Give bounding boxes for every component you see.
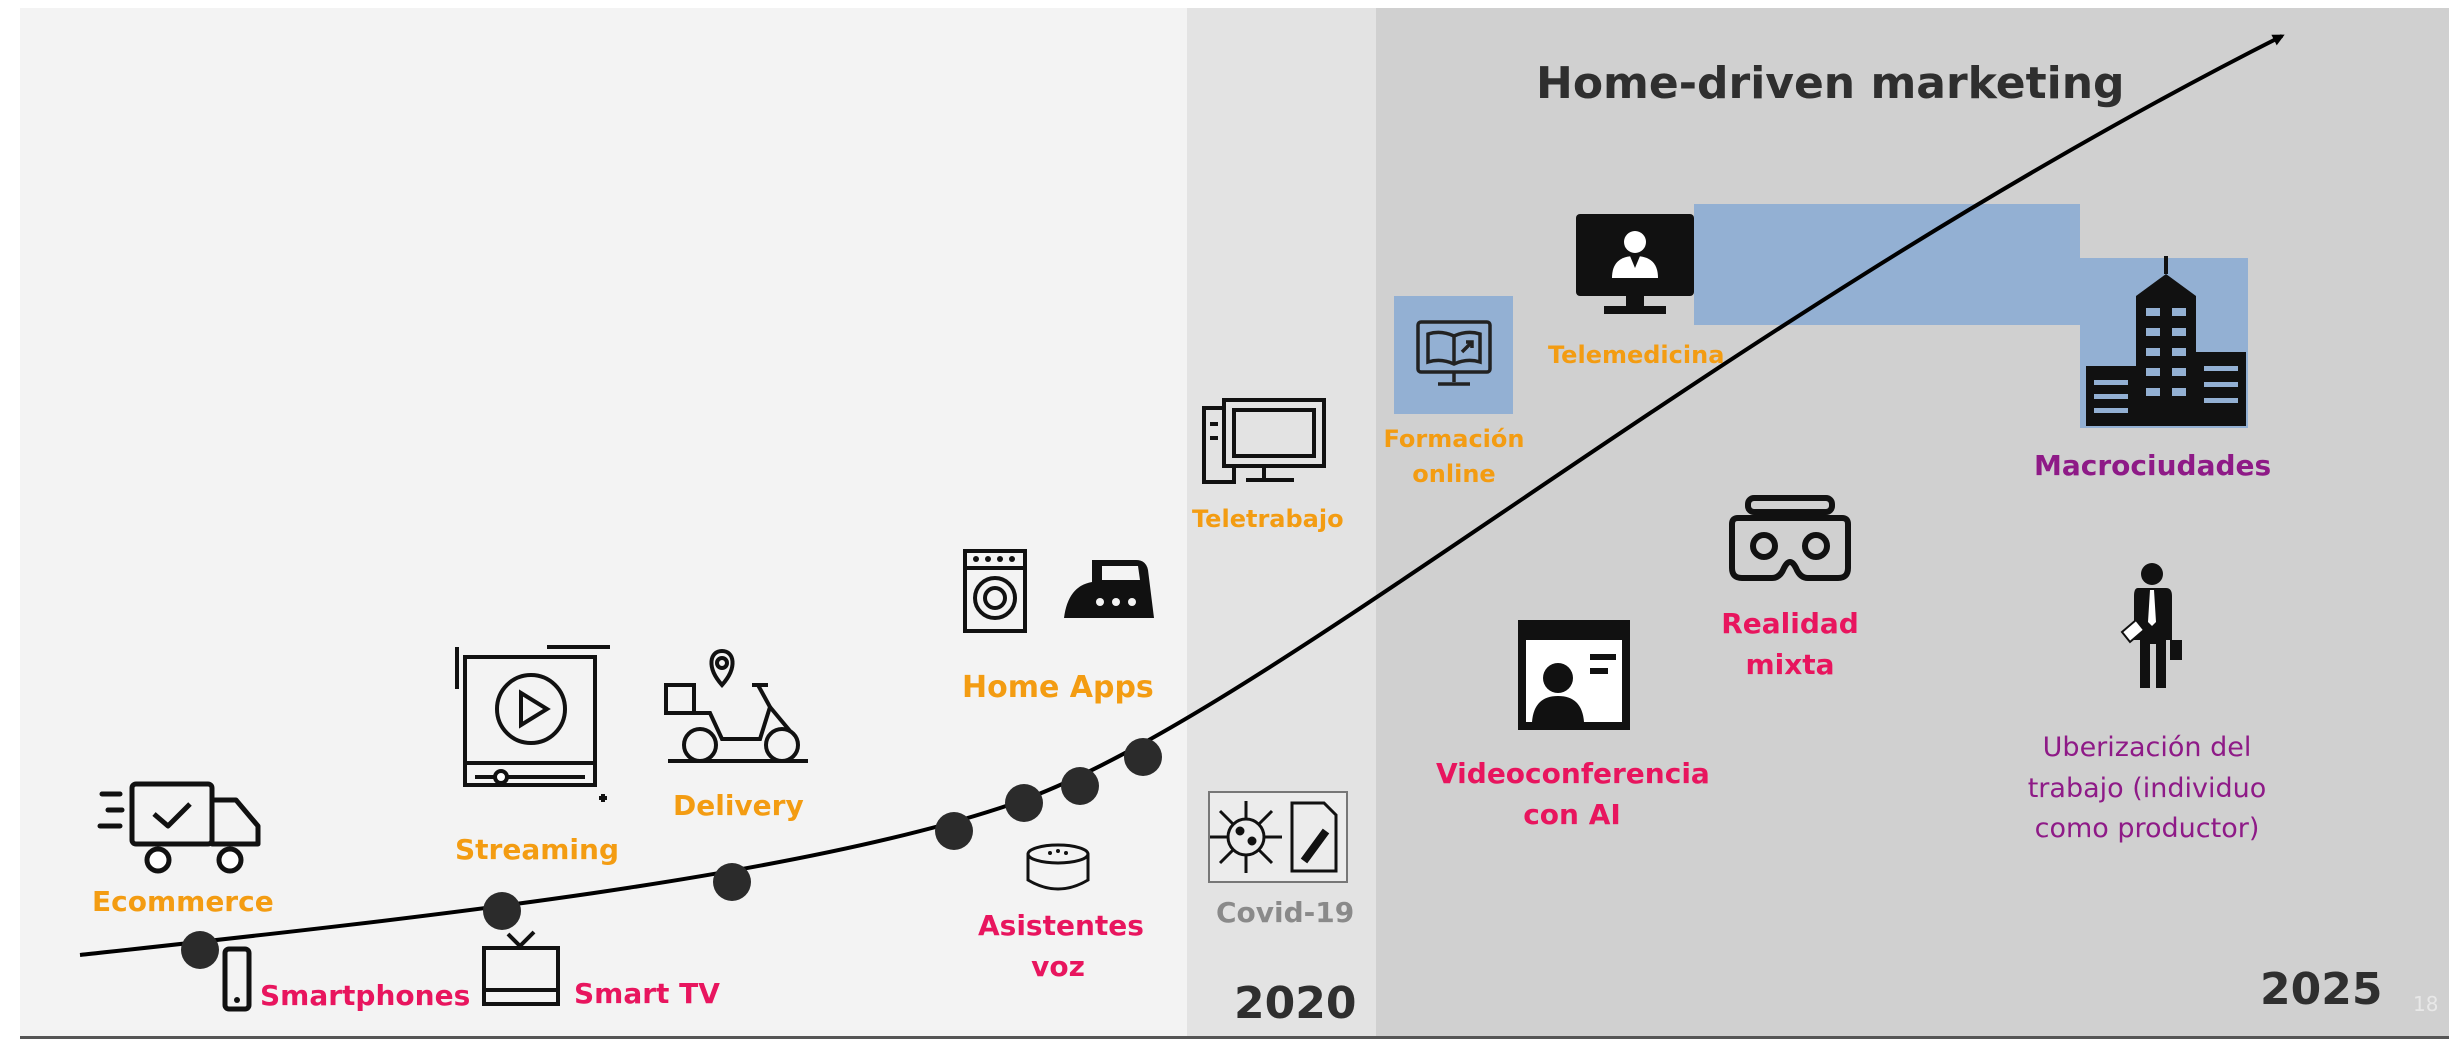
telemedicina-label: Telemedicina <box>1548 341 1725 369</box>
formacion-label-line1: Formación <box>1383 425 1525 453</box>
ecommerce-label: Ecommerce <box>92 885 274 918</box>
washing-machine-icon <box>963 549 1027 633</box>
video-player-icon <box>455 645 610 802</box>
tv-icon <box>482 930 560 1006</box>
asistentes-voz-label-line2: voz <box>1031 949 1085 983</box>
video-call-icon <box>1518 620 1630 730</box>
period-2020-2025-panel <box>1376 8 2449 1036</box>
telemedicina-highlight <box>1694 204 2080 325</box>
doctor-monitor-icon <box>1576 214 1694 314</box>
realidad-mixta-label-line1: Realidad <box>1721 607 1859 640</box>
slide-title: Home-driven marketing <box>1536 58 2125 109</box>
timeline-dot <box>1005 784 1043 822</box>
smart-speaker-icon <box>1026 843 1090 891</box>
streaming-label: Streaming <box>455 833 619 866</box>
timeline-dot <box>1124 738 1162 776</box>
uberizacion-label: Uberización del trabajo (individuo como … <box>2014 728 2280 850</box>
timeline-dot <box>483 892 521 930</box>
smartphones-label: Smartphones <box>260 979 471 1012</box>
timeline-dot <box>935 812 973 850</box>
asistentes-voz-label: Asistentes voz <box>978 906 1144 987</box>
smart-tv-label: Smart TV <box>574 977 720 1010</box>
year-start: 2020 <box>1234 978 1357 1029</box>
timeline-dot <box>713 863 751 901</box>
covid-icons-box <box>1208 791 1348 883</box>
timeline-dot <box>181 931 219 969</box>
businessman-icon <box>2120 563 2182 688</box>
teletrabajo-label: Teletrabajo <box>1192 505 1344 533</box>
delivery-truck-icon <box>97 781 261 874</box>
formacion-label-line2: online <box>1412 459 1496 488</box>
scooter-icon <box>664 648 808 763</box>
skyscraper-icon <box>2086 256 2246 426</box>
uberizacion-label-line1: Uberización del <box>2042 732 2252 763</box>
uberizacion-label-line2: trabajo (individuo <box>2027 772 2267 804</box>
realidad-mixta-label: Realidad mixta <box>1708 604 1872 685</box>
formacion-online-label: Formación online <box>1376 422 1532 492</box>
smartphone-icon <box>222 946 252 1012</box>
vr-headset-icon <box>1729 495 1851 581</box>
document-icon <box>1290 801 1338 873</box>
realidad-mixta-label-line2: mixta <box>1745 647 1835 681</box>
baseline <box>20 1036 2449 1039</box>
online-book-icon <box>1416 320 1492 386</box>
covid-label: Covid-19 <box>1216 896 1355 929</box>
year-end: 2025 <box>2260 964 2383 1015</box>
delivery-label: Delivery <box>673 789 804 822</box>
iron-icon <box>1064 560 1154 618</box>
videoconferencia-label-line1: Videoconferencia <box>1436 757 1710 790</box>
uberizacion-label-line3: como productor) <box>2034 813 2260 844</box>
asistentes-voz-label-line1: Asistentes <box>978 909 1144 942</box>
virus-icon <box>1210 801 1282 873</box>
timeline-dot <box>1061 767 1099 805</box>
period-before-2020-panel <box>20 8 1187 1036</box>
macrociudades-label: Macrociudades <box>2034 449 2272 482</box>
home-apps-label: Home Apps <box>962 670 1154 705</box>
videoconferencia-label: Videoconferencia con AI <box>1436 754 1710 835</box>
page-number: 18 <box>2413 992 2439 1016</box>
videoconferencia-label-line2: con AI <box>1523 797 1621 831</box>
desktop-computer-icon <box>1202 398 1326 484</box>
